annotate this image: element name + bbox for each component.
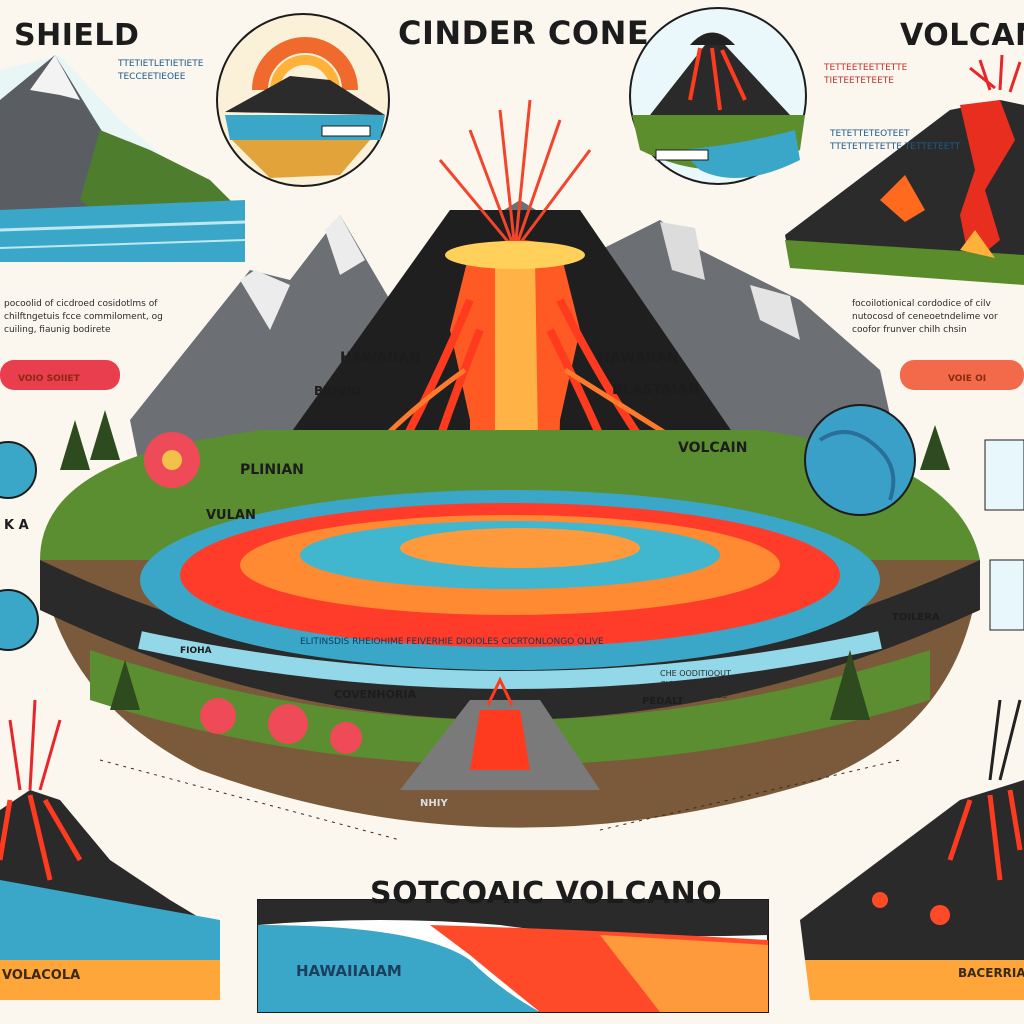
erupting-island-circle-panel — [629, 7, 807, 185]
note-top-left: TTETIETLETIETIETE TECCEETIEOEE — [118, 59, 204, 82]
tag-right: VOIE OI — [948, 374, 987, 384]
label-vulan: VULAN — [206, 508, 256, 523]
label-ka: K A — [4, 518, 29, 533]
note-right: focoilotionical cordodice of cilv nutoco… — [852, 299, 998, 335]
heading-shield: SHIELD — [14, 18, 140, 53]
label-plinian: PLINIAN — [240, 462, 304, 478]
note-center: CHE OODITIOOUT CIONCCRIORETE CHARIEFRIOR… — [660, 669, 731, 700]
bottom-right-volcano-panel — [800, 699, 1024, 1000]
heading-sotcoaic-volcano: SOTCOAIC VOLCANO — [370, 876, 723, 911]
label-covenhoria: COVENHORIA — [334, 688, 416, 701]
tag-left: VOIO SOIIET — [18, 374, 80, 384]
label-hawaiian-right: HAWAIIAN — [598, 350, 679, 366]
tag-flora: FIOHA — [180, 646, 212, 656]
cross-section-platform — [40, 404, 980, 841]
note-top-right: TETTEETEETTETTE TIETEETETEETE — [824, 63, 908, 86]
cinder-cone-circle-panel — [216, 13, 390, 187]
shield-volcano-panel — [0, 55, 246, 262]
bottom-coastline-panel — [257, 899, 769, 1013]
label-pedalt: PEDALT — [642, 696, 684, 707]
label-volcain: VOLCAIN — [678, 440, 748, 456]
label-biovio: BIOVIO — [314, 384, 362, 398]
label-volacola: VOLACOLA — [2, 968, 81, 983]
tag-sign: TOILERA — [892, 612, 940, 623]
note-left: pocoolid of cicdroed cosidotlms of chilf… — [4, 299, 163, 335]
label-hawaiiaiam: HAWAIIAIAM — [296, 962, 402, 980]
bottom-left-volcano-panel — [0, 699, 220, 1000]
label-core: NHIY — [420, 798, 448, 809]
label-bacerrian: BACERRIAN — [958, 966, 1024, 980]
heading-cinder-cone: CINDER CONE — [398, 14, 650, 52]
note-top-right-2: TETETTETEOTEET TTETETTETETTE TETTETEETT — [830, 129, 961, 152]
right-erupting-volcano-panel — [785, 54, 1024, 285]
left-edge-markers — [0, 360, 1024, 651]
note-ring: ELITINSDIS RHEIOHIME FEIVERHIE DIOIOLES … — [300, 637, 604, 647]
label-hawaiian-left: HAWAIIAN — [340, 350, 421, 366]
heading-volcano: VOLCANO — [900, 18, 1024, 53]
label-blastaian: BLASTAIAN — [612, 382, 700, 398]
